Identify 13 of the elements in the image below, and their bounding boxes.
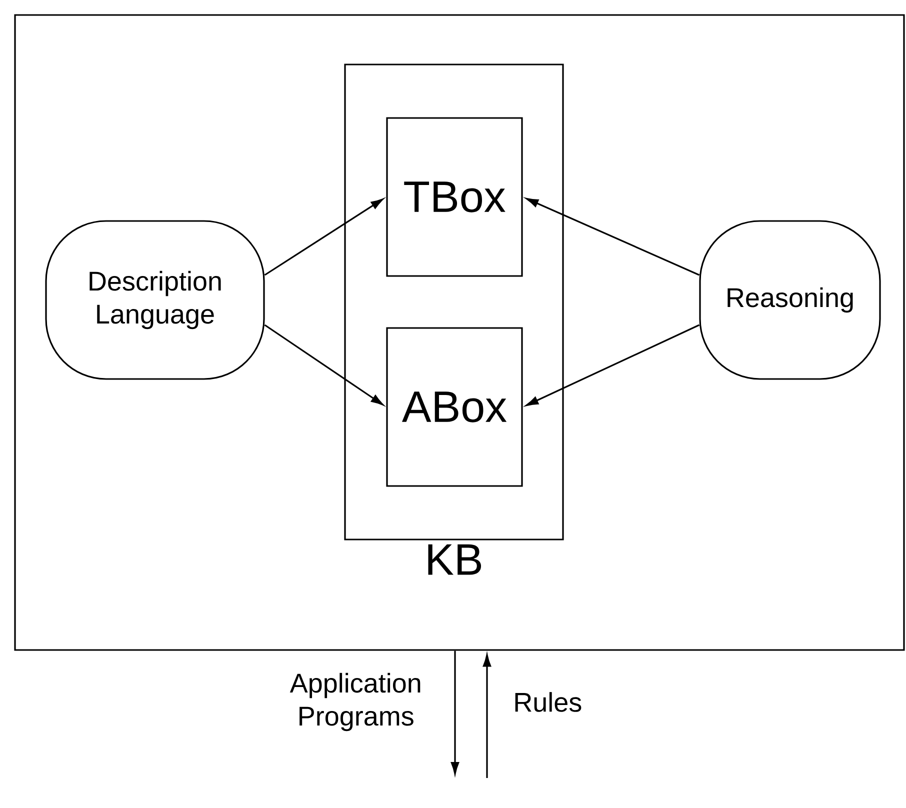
component-box: ABox [386,327,523,487]
arrow [526,324,700,406]
arrow [526,198,700,276]
arrow [264,324,384,406]
rounded-box: Description Language [45,220,265,380]
arrow [264,198,384,276]
component-box: TBox [386,117,523,277]
arrow [482,654,492,778]
frame-box [14,14,905,651]
node-label: KB [428,544,482,575]
edge-label: Application Programs [290,672,420,732]
rounded-box: Reasoning [699,220,881,380]
edge-label: Rules [515,692,582,712]
